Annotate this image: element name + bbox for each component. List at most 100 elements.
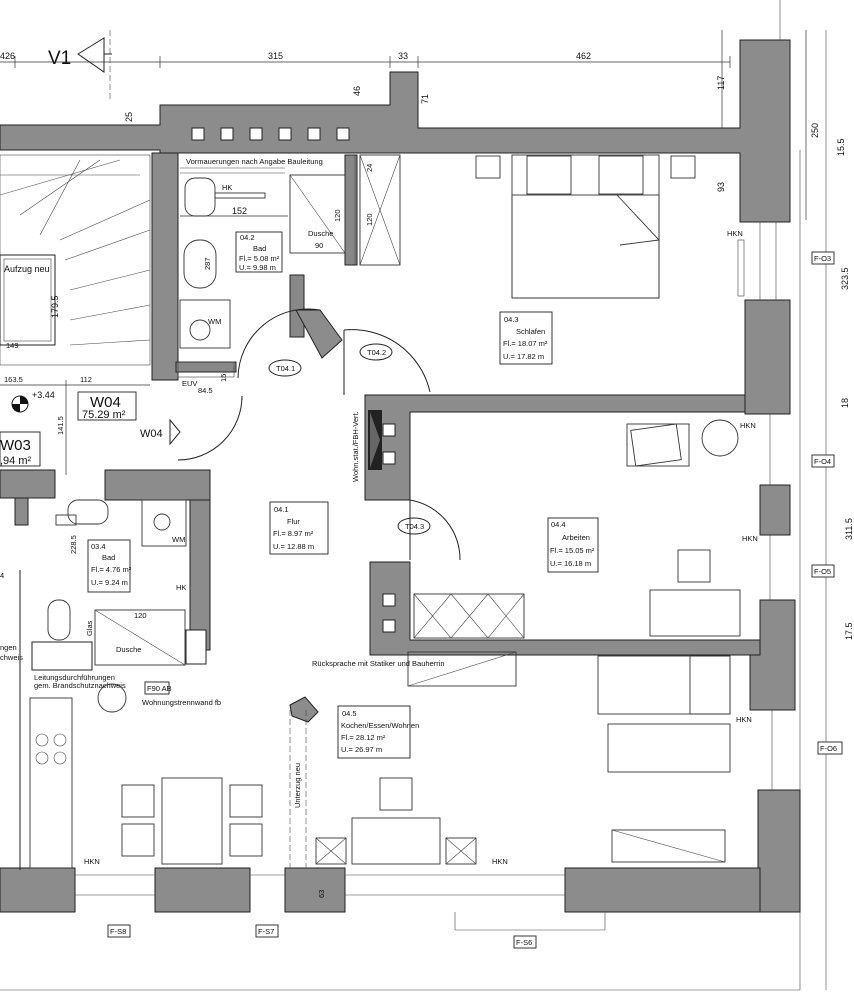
- kochen-name: Kochen/Essen/Wohnen: [341, 721, 419, 730]
- vormauerung-note: Vormauerungen nach Angabe Bauleitung: [186, 157, 323, 166]
- dim-84-5: 84.5: [198, 386, 213, 395]
- dim-141-5: 141.5: [56, 416, 65, 435]
- dim-112: 112: [80, 375, 92, 384]
- elevator-label: Aufzug neu: [4, 264, 50, 274]
- trennwand-label: Wohnungstrennwand fb: [142, 698, 221, 707]
- window-f-s8: F-S8: [110, 927, 126, 936]
- dim-426: 426: [0, 51, 15, 61]
- apartment-area: 75.29 m²: [82, 409, 126, 421]
- flur-perimeter: U.= 12.88 m: [273, 542, 314, 551]
- window-f-o6: F-O6: [820, 744, 837, 753]
- window-f-o3: F-O3: [814, 254, 831, 263]
- dim-71: 71: [420, 94, 430, 104]
- axis-label: V1: [48, 48, 71, 69]
- wohnung-station: Wohn.stat./FBH-Vert.: [351, 410, 382, 482]
- flur-name: Flur: [287, 517, 300, 526]
- dim-17-5: 17.5: [844, 622, 854, 640]
- door-t04-1: T04.1: [276, 364, 295, 373]
- dim-33: 33: [398, 51, 408, 61]
- flur-num: 04.1: [274, 505, 289, 514]
- living-04-5: HKN Rücksprache mit Statiker und Bauherr…: [84, 651, 752, 898]
- kochen-num: 04.5: [342, 709, 357, 718]
- kochen-perimeter: U.= 26.97 m: [341, 745, 382, 754]
- window-f-o4: F-O4: [814, 457, 831, 466]
- dim-311-5: 311.5: [844, 518, 854, 540]
- arbeiten-area: Fl.= 15.05 m²: [550, 546, 595, 555]
- dim-149: 149: [6, 341, 19, 350]
- leitung-note: Leitungsdurchführungen: [34, 673, 115, 682]
- door-t04-2: T04.2: [367, 348, 386, 357]
- dim-120-shower: 120: [333, 209, 342, 222]
- dim-15-5: 15.5: [836, 138, 846, 156]
- bad-name: Bad: [253, 244, 266, 253]
- bad-w03-name: Bad: [102, 553, 115, 562]
- dim-93: 93: [716, 182, 726, 192]
- apartment-code: W04: [90, 394, 121, 411]
- dim-287: 287: [203, 257, 212, 270]
- dim-323-5: 323.5: [840, 267, 850, 290]
- schlafen-area: Fl.= 18.07 m²: [503, 339, 548, 348]
- hk-label-w03: HK: [176, 583, 186, 592]
- arbeiten-perimeter: U.= 16.18 m: [550, 559, 591, 568]
- statiker-note: Rücksprache mit Statiker und Bauherrin: [312, 659, 445, 668]
- dim-250: 250: [810, 123, 820, 138]
- dim-63: 63: [317, 890, 326, 898]
- neighbor-apartment-code: W03: [0, 437, 31, 454]
- wm-label-w03: WM: [172, 535, 185, 544]
- hkn-label-3: HKN: [742, 534, 758, 543]
- schlafen-num: 04.3: [504, 315, 519, 324]
- dim-46: 46: [352, 86, 362, 96]
- window-f-s6: F-S6: [516, 938, 532, 947]
- window-labels: F-O3 F-O4 F-O5 F-O6 F-S8 F-S7 F-S6: [0, 222, 843, 991]
- doors: T04.1 T04.2 T04.3: [177, 308, 461, 561]
- walls: [0, 39, 801, 913]
- neighbor-room-num: 4: [0, 571, 4, 580]
- f90-label: F90 AB: [147, 684, 172, 693]
- dim-315: 315: [268, 51, 283, 61]
- apartment-label: W04 75.29 m² W03 ,94 m² W04: [0, 391, 181, 467]
- hallway-04-1: 04.1 Flur Fl.= 8.97 m² U.= 12.88 m: [269, 501, 329, 555]
- dim-120: 120: [365, 213, 374, 226]
- bad-num: 04.2: [240, 233, 255, 242]
- hkn-label-6: HKN: [492, 857, 508, 866]
- section-axis-marker: V1: [48, 30, 112, 100]
- staircase: Aufzug neu 179.5 149 163.5 112 141.5: [0, 154, 151, 475]
- arbeiten-name: Arbeiten: [562, 533, 590, 542]
- bad-area: Fl.= 5.08 m²: [239, 254, 280, 263]
- vent-squares: [191, 127, 396, 633]
- entry-label: W04: [140, 428, 163, 440]
- kochen-area: Fl.= 28.12 m²: [341, 733, 386, 742]
- window-f-s7: F-S7: [258, 927, 274, 936]
- bathroom-04-2: Vormauerungen nach Angabe Bauleitung HK …: [177, 154, 401, 395]
- bad-w03-num: 03.4: [91, 542, 106, 551]
- hkn-label-4: HKN: [736, 715, 752, 724]
- dim-462: 462: [576, 51, 591, 61]
- dim-24: 24: [365, 164, 374, 172]
- dim-25: 25: [124, 112, 134, 122]
- dim-228-5: 228.5: [69, 535, 78, 554]
- brandschutz-note: gem. Brandschutznachweis: [34, 681, 126, 690]
- kitchen-counter-w03: [19, 570, 73, 870]
- hk-label: HK: [222, 183, 232, 192]
- bedroom-04-3: 04.3 Schlafen Fl.= 18.07 m² U.= 17.82 m …: [475, 154, 745, 365]
- bad-w03-area: Fl.= 4.76 m²: [91, 565, 132, 574]
- schlafen-name: Schlafen: [516, 327, 545, 336]
- glas-label: Glas: [85, 620, 94, 636]
- shower-label: Dusche: [308, 229, 333, 238]
- dim-117: 117: [716, 76, 726, 90]
- door-t04-3: T04.3: [405, 522, 424, 531]
- dim-15: 15: [219, 374, 228, 382]
- neighbor-note-2: chweis: [0, 653, 23, 662]
- dim-179-5: 179.5: [50, 295, 60, 318]
- hkn-label-2: HKN: [740, 421, 756, 430]
- hkn-label-5: HKN: [84, 857, 100, 866]
- dim-90: 90: [315, 241, 323, 250]
- wm-label: WM: [208, 317, 221, 326]
- dim-120-w03: 120: [134, 611, 147, 620]
- dim-163-5: 163.5: [4, 375, 23, 384]
- dim-18: 18: [840, 398, 850, 408]
- station-label: Wohn.stat./FBH-Vert.: [351, 411, 360, 482]
- shower-label-w03: Dusche: [116, 645, 141, 654]
